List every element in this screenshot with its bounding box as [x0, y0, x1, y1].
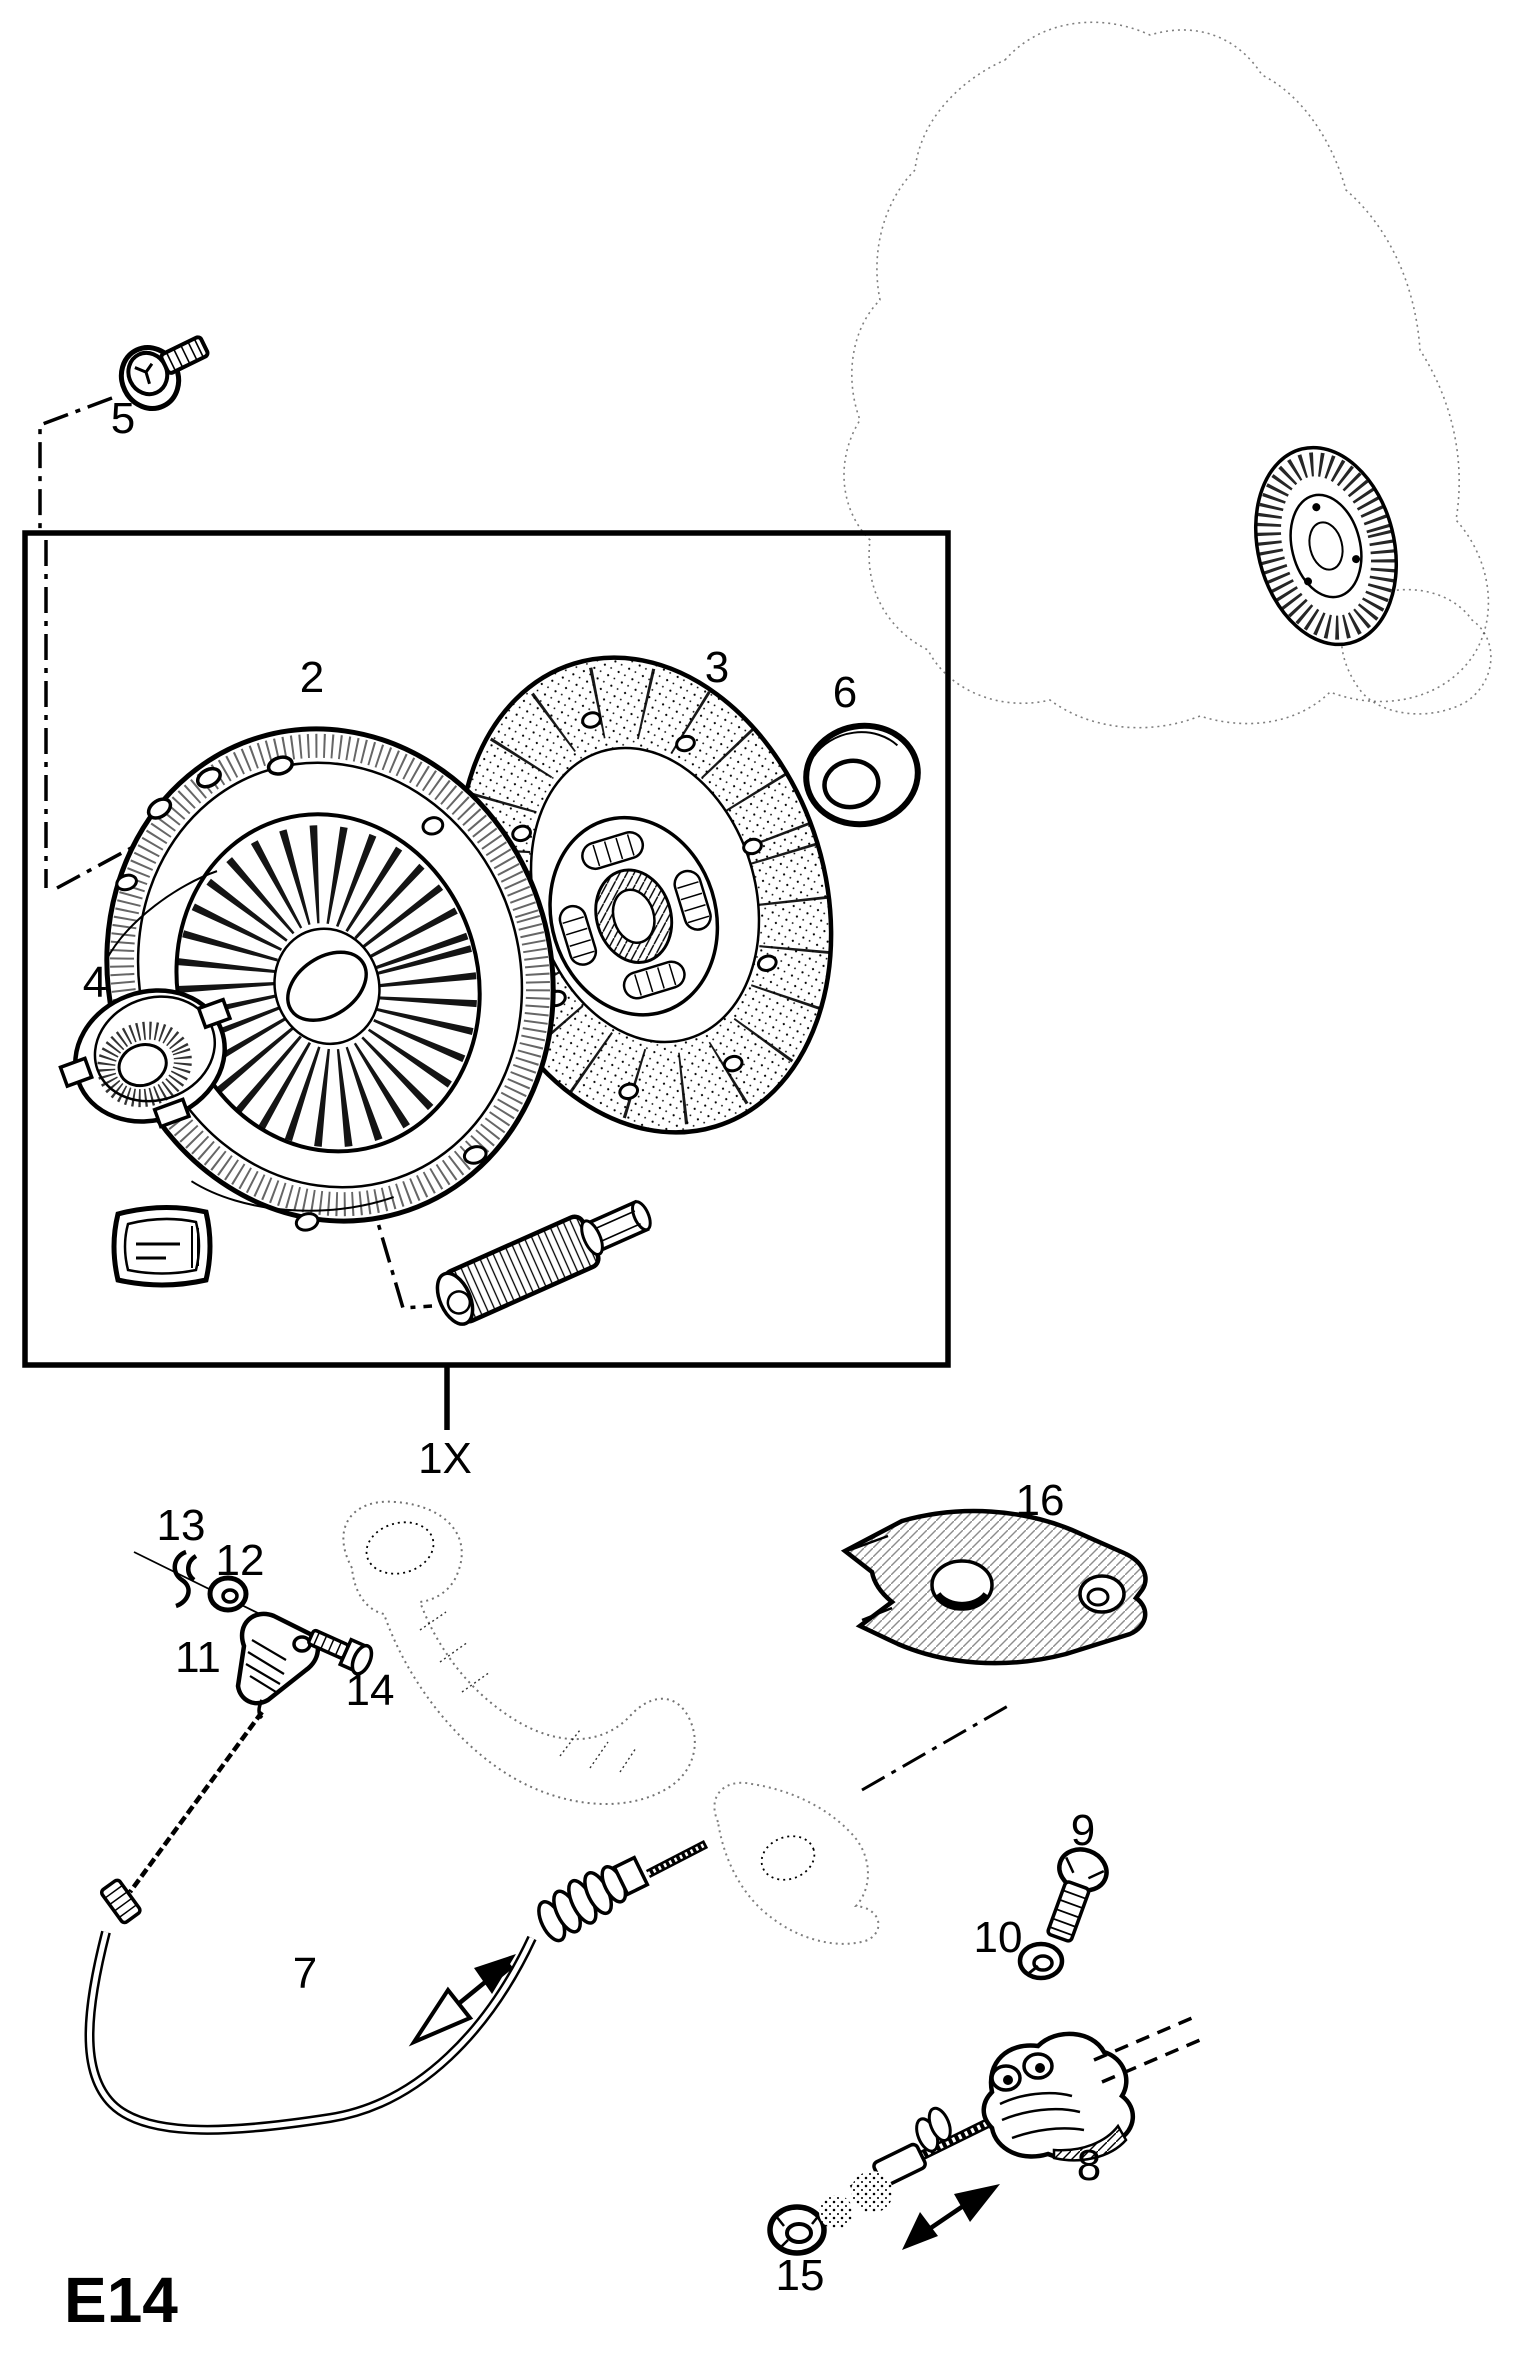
cable-damper-part8: 8 [849, 2016, 1201, 2195]
callout-8: 8 [1077, 2141, 1101, 2190]
adjuster-bracket-part11 [235, 1611, 320, 1720]
clutch-pedal-reference [342, 1500, 696, 1805]
callout-7: 7 [293, 1949, 317, 1998]
engine-white-relief [991, 210, 1113, 300]
callout-9: 9 [1071, 1806, 1095, 1855]
cable-thread-marks [647, 1842, 707, 1876]
release-fork-part16: 16 [840, 1476, 1148, 1666]
pressure-plate-part2 [104, 726, 556, 1232]
cable-nut-part15: 15 [767, 2171, 893, 2300]
callout-15: 15 [776, 2251, 825, 2300]
cable-inner-wire [128, 1710, 264, 1894]
fork-washer-part10 [1017, 1941, 1065, 1981]
spring-clip-part13 [172, 1549, 198, 1609]
clutch-cable-part7: 7 [84, 1710, 709, 2135]
cable-end-spring [537, 1855, 650, 1943]
engine-white-relief [1220, 192, 1304, 304]
cable-adjuster-group: 13 12 11 14 [133, 1501, 395, 1720]
callout-13: 13 [157, 1501, 206, 1550]
callout-16: 16 [1016, 1476, 1065, 1525]
engine-white-relief [926, 478, 1038, 562]
pedal-bolt-part14 [307, 1628, 374, 1676]
kit-frame [22, 530, 951, 1368]
engine-reference-illustration [843, 21, 1492, 729]
alignment-tool [435, 1199, 652, 1326]
callout-10: 10 [974, 1913, 1023, 1962]
callout-4: 4 [83, 958, 107, 1007]
washer-part12 [207, 1575, 249, 1613]
nut-stipple-shadow [819, 2195, 853, 2229]
damper-thread-marks [850, 2119, 992, 2193]
hub-spring-windows [558, 831, 712, 1000]
callout-14: 14 [346, 1666, 395, 1715]
callout-5: 5 [111, 394, 135, 443]
clutch-kit-box: 2 3 6 4 [22, 530, 951, 1368]
callout-3: 3 [705, 643, 729, 692]
ring-part6 [803, 722, 921, 828]
damper-body [981, 2031, 1135, 2162]
direction-arrow-right [902, 2184, 1000, 2250]
callout-2: 2 [300, 653, 324, 702]
direction-arrow-left [408, 1954, 516, 2047]
fork-bolt-part9 [1046, 1847, 1109, 1943]
page-code: E14 [64, 2264, 178, 2336]
callout-12: 12 [216, 1536, 265, 1585]
flywheel-bolt-part5: 5 [38, 335, 210, 533]
nut-stipple-shadow [851, 2171, 893, 2213]
adjuster-leader-line [133, 1551, 269, 1619]
callout-6: 6 [833, 668, 857, 717]
bracket-leader-line [861, 1704, 1009, 1792]
gearbox-bracket-reference [713, 1704, 1009, 1945]
engine-white-relief [1079, 359, 1221, 457]
release-bearing-part4 [58, 988, 233, 1129]
grease-packet [111, 1205, 213, 1288]
bolt5-leader-line [38, 396, 113, 533]
cable-ferrule [99, 1878, 142, 1925]
cable-conduit-core [87, 1931, 535, 2133]
kit-quantity-label: 1X [418, 1434, 472, 1483]
damper-leader-dashes [1093, 2016, 1201, 2084]
callout-11: 11 [175, 1633, 221, 1682]
engine-flywheel-disc [1253, 445, 1399, 647]
